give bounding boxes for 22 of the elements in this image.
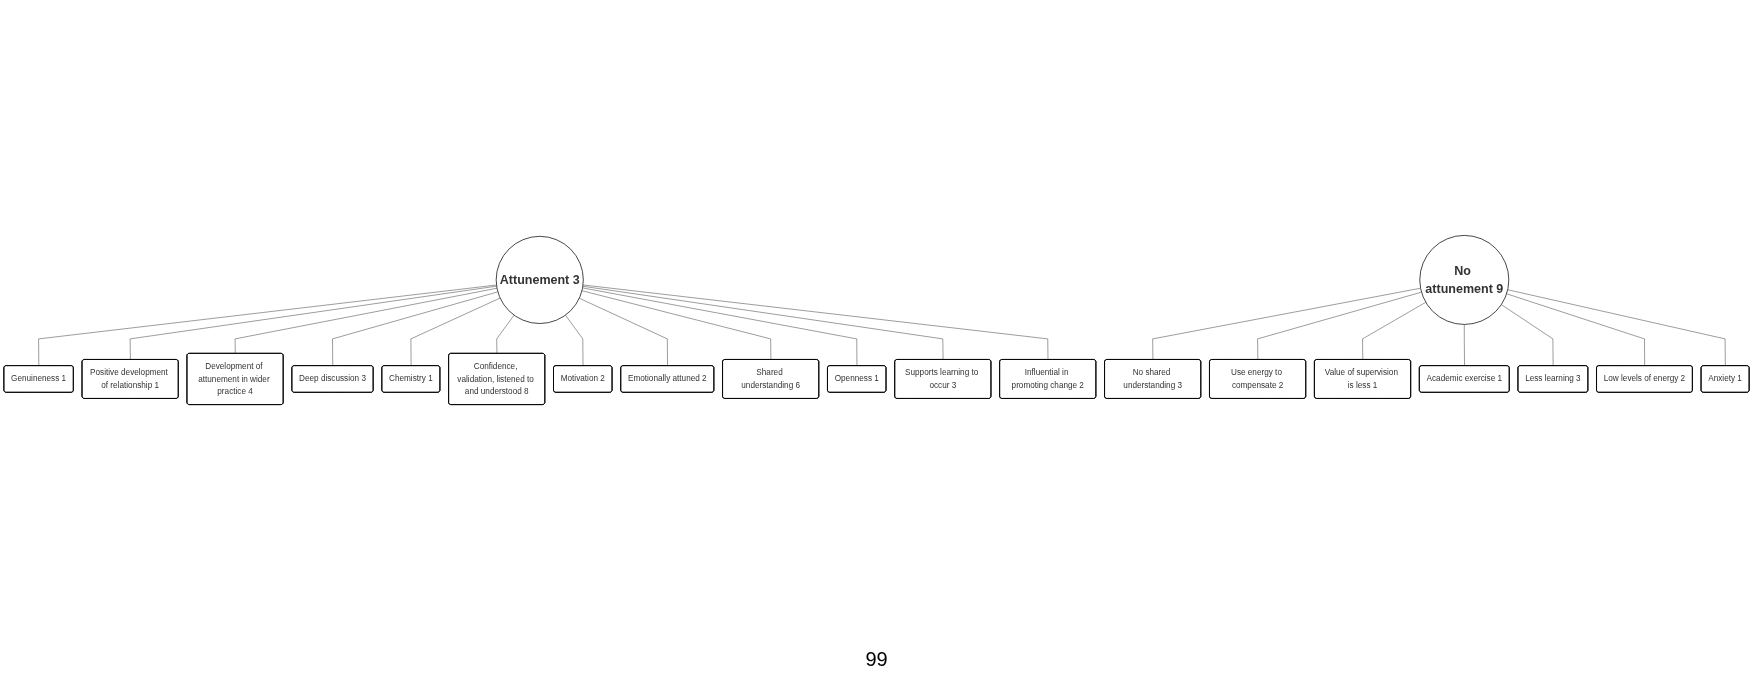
connector (582, 284, 1049, 360)
connector (1501, 304, 1554, 367)
connector (582, 286, 944, 360)
connector (582, 287, 858, 367)
connector (1506, 293, 1645, 367)
page-number: 99 (865, 648, 888, 670)
node-circle: Attunement 3 (495, 236, 584, 324)
connector (410, 297, 501, 367)
connector (1362, 302, 1426, 360)
connector (332, 291, 499, 367)
connector (129, 285, 497, 360)
connector (1152, 287, 1421, 360)
connector (38, 284, 497, 367)
connector (1257, 291, 1422, 360)
connector (496, 314, 515, 354)
connector (581, 290, 772, 360)
connector (579, 298, 668, 367)
connector (565, 314, 584, 367)
connector (1464, 324, 1465, 367)
node-circle: No attunement 9 (1419, 235, 1510, 325)
connector (234, 287, 498, 354)
connector (1507, 289, 1726, 367)
